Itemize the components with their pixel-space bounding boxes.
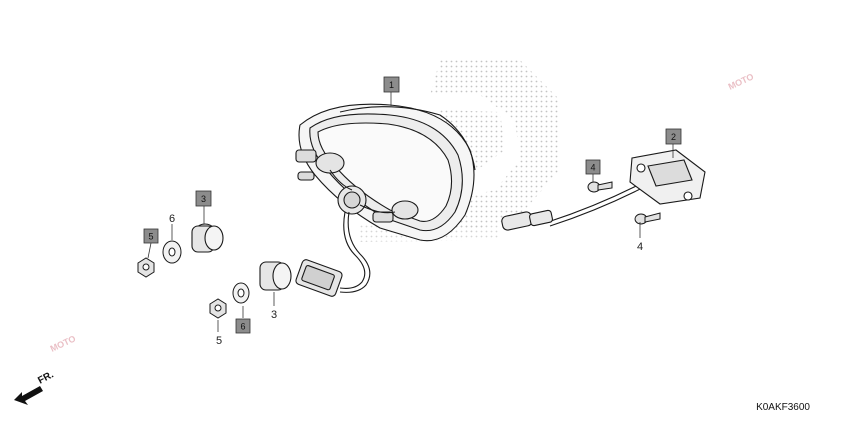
callout-number-6-left: 6 (169, 213, 175, 225)
nut-left (137, 257, 155, 278)
callout-label-5-left: 5 (148, 232, 153, 242)
harness-coupler (295, 259, 343, 297)
callout-label-3-left: 3 (201, 194, 206, 204)
screw-upper (587, 181, 613, 193)
callout-number-4-lower: 4 (637, 241, 643, 253)
front-direction-indicator: FR. (14, 369, 56, 405)
grommet-lower (259, 261, 292, 291)
diagram-code: K0AKF3600 (756, 402, 810, 413)
callout-box-2: 2 (665, 128, 682, 145)
tail-light-assembly (295, 103, 476, 242)
callout-box-4-upper: 4 (585, 159, 601, 175)
nut-lower (209, 298, 227, 319)
callout-box-5-left: 5 (143, 228, 159, 244)
callout-number-3-lower: 3 (271, 309, 277, 321)
callout-box-3-left: 3 (195, 190, 212, 207)
washer-lower (232, 282, 250, 304)
screw-lower (634, 212, 661, 225)
leader-lines (147, 92, 674, 332)
callout-box-1: 1 (383, 76, 400, 93)
callout-label-6-lower: 6 (240, 322, 245, 332)
callout-box-6-lower: 6 (235, 318, 251, 334)
moto-watermark-top-right: MOTO (727, 71, 756, 91)
svg-text:MOTO: MOTO (727, 71, 756, 91)
callout-label-4-upper: 4 (590, 163, 595, 173)
callout-number-5-lower: 5 (216, 335, 222, 347)
washer-left (162, 240, 182, 264)
svg-text:MOTO: MOTO (49, 333, 78, 353)
front-direction-label: FR. (36, 369, 56, 386)
grommet-left (191, 223, 224, 253)
tail-light-wire-harness (339, 211, 371, 293)
callout-label-1: 1 (389, 80, 394, 90)
callout-label-2: 2 (671, 132, 676, 142)
moto-watermark-left: MOTO (49, 333, 78, 353)
license-light-connector (501, 209, 553, 231)
license-light-unit (629, 149, 706, 205)
